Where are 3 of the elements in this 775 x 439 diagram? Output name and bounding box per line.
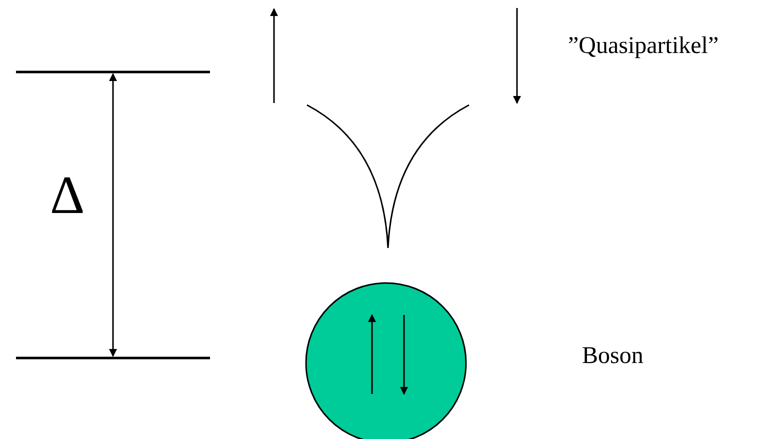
quasiparticle-label: ”Quasipartikel” [568,34,719,58]
boson-label: Boson [582,344,644,368]
gap-symbol: Δ [50,168,85,222]
